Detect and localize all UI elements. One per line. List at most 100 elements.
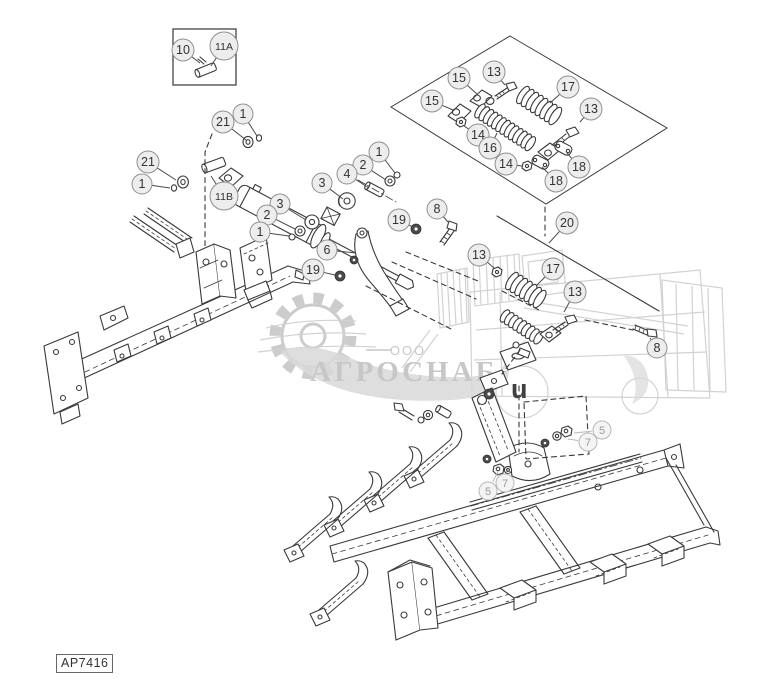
frame-stub-tube xyxy=(243,280,273,309)
callout-13: 13 xyxy=(467,243,495,269)
hitch-mast xyxy=(387,559,439,641)
callout-3: 3 xyxy=(311,172,344,200)
callout-1: 1 xyxy=(368,141,396,174)
bolt-8-upper xyxy=(439,220,458,246)
callout-1: 1 xyxy=(249,221,290,243)
svg-text:21: 21 xyxy=(141,155,155,169)
drawing-number-label: AP7416 xyxy=(56,654,114,673)
rockshaft-arm xyxy=(471,387,517,463)
callout-4: 4 xyxy=(336,163,370,189)
lift-arm-6 xyxy=(354,227,410,317)
nut-14-lower xyxy=(521,160,533,172)
nut-13-mid xyxy=(491,266,503,278)
washer-19-left xyxy=(334,270,346,282)
washer-19-right xyxy=(410,223,422,235)
washer-dark-a xyxy=(540,438,550,448)
callout-5: 5 xyxy=(478,471,499,501)
stray-mark-text: u xyxy=(511,374,528,404)
rockshaft-tube xyxy=(469,453,643,511)
svg-text:11B: 11B xyxy=(215,191,233,203)
clevis-15-upper xyxy=(469,89,495,108)
bushing-3-lower xyxy=(304,214,320,230)
spring-mount-bracket xyxy=(507,442,551,482)
svg-text:17: 17 xyxy=(546,262,560,276)
svg-text:21: 21 xyxy=(216,115,230,129)
callout-6: 6 xyxy=(316,239,357,261)
callout-8: 8 xyxy=(646,337,668,359)
callout-15: 15 xyxy=(447,66,478,95)
link-18-a xyxy=(554,140,573,156)
frame-braces xyxy=(129,207,195,259)
svg-text:14: 14 xyxy=(499,157,513,171)
svg-text:19: 19 xyxy=(306,263,320,277)
clevis-15-left xyxy=(447,103,472,124)
callout-13: 13 xyxy=(579,97,603,123)
callout-19: 19 xyxy=(301,258,336,282)
svg-text:1: 1 xyxy=(257,225,264,239)
callout-19: 19 xyxy=(387,208,414,232)
construction-lines xyxy=(204,133,634,460)
svg-text:5: 5 xyxy=(485,486,491,498)
washer-2-left xyxy=(294,225,306,237)
washer-2-right xyxy=(384,175,396,187)
svg-text:7: 7 xyxy=(502,478,508,490)
callout-2: 2 xyxy=(256,204,296,230)
pin-axis-line xyxy=(357,179,397,203)
callout-10: 10 xyxy=(171,38,201,64)
speed-lines xyxy=(257,319,377,353)
inset-detail-box xyxy=(172,28,237,86)
assembly-border xyxy=(390,35,668,205)
washer-pair xyxy=(422,409,434,421)
callout-5: 5 xyxy=(573,420,612,440)
svg-text:2: 2 xyxy=(264,208,271,222)
svg-text:5: 5 xyxy=(599,425,605,437)
pin-11b xyxy=(201,156,227,174)
turnbuckle-16 xyxy=(474,103,537,152)
svg-text:3: 3 xyxy=(277,197,284,211)
svg-text:2: 2 xyxy=(360,158,367,172)
assembly-leader-line xyxy=(496,215,660,312)
washer-1-right xyxy=(393,171,401,179)
cylinder-mount-tower xyxy=(195,243,237,305)
washer-1-left xyxy=(170,184,178,192)
spring-17-upper xyxy=(516,85,563,126)
nut-5-right xyxy=(560,425,573,438)
svg-text:7: 7 xyxy=(585,437,591,449)
nut-14-left xyxy=(455,116,467,128)
callout-2: 2 xyxy=(352,154,387,181)
link-18-b xyxy=(531,154,550,170)
anchor-bracket xyxy=(499,341,537,371)
roll-pin-10 xyxy=(197,56,207,65)
watermark-graphic: ООО АГРОСНАБ xyxy=(257,249,727,419)
combine-harvester-watermark-icon xyxy=(401,249,727,419)
svg-text:18: 18 xyxy=(549,174,563,188)
washer-21-top xyxy=(242,135,254,149)
callout-13: 13 xyxy=(482,60,506,86)
callout-1: 1 xyxy=(131,173,171,195)
rear-frame-weldment xyxy=(283,422,721,641)
washer-7-lower xyxy=(503,465,513,475)
spring-17-lower xyxy=(505,271,547,309)
washer-7-right xyxy=(552,431,562,441)
callout-8: 8 xyxy=(426,198,449,223)
hydraulic-cylinder-assembly xyxy=(170,134,458,317)
pin-11a xyxy=(194,62,217,78)
callout-13: 13 xyxy=(563,280,587,313)
svg-text:11A: 11A xyxy=(215,41,233,53)
washer-1-lower xyxy=(288,233,296,241)
svg-text:17: 17 xyxy=(561,80,575,94)
frame-tabs xyxy=(99,305,212,363)
svg-text:4: 4 xyxy=(344,167,351,181)
svg-text:1: 1 xyxy=(376,145,383,159)
washer-dark-mid xyxy=(349,255,359,265)
svg-text:8: 8 xyxy=(654,341,661,355)
pivot-washer xyxy=(483,388,495,400)
callout-21: 21 xyxy=(211,110,247,141)
svg-text:1: 1 xyxy=(240,107,247,121)
callout-17: 17 xyxy=(549,75,580,104)
upper-spring-assembly xyxy=(390,35,668,205)
callout-11B: 11B xyxy=(209,175,239,211)
bolt-cluster xyxy=(393,402,452,424)
